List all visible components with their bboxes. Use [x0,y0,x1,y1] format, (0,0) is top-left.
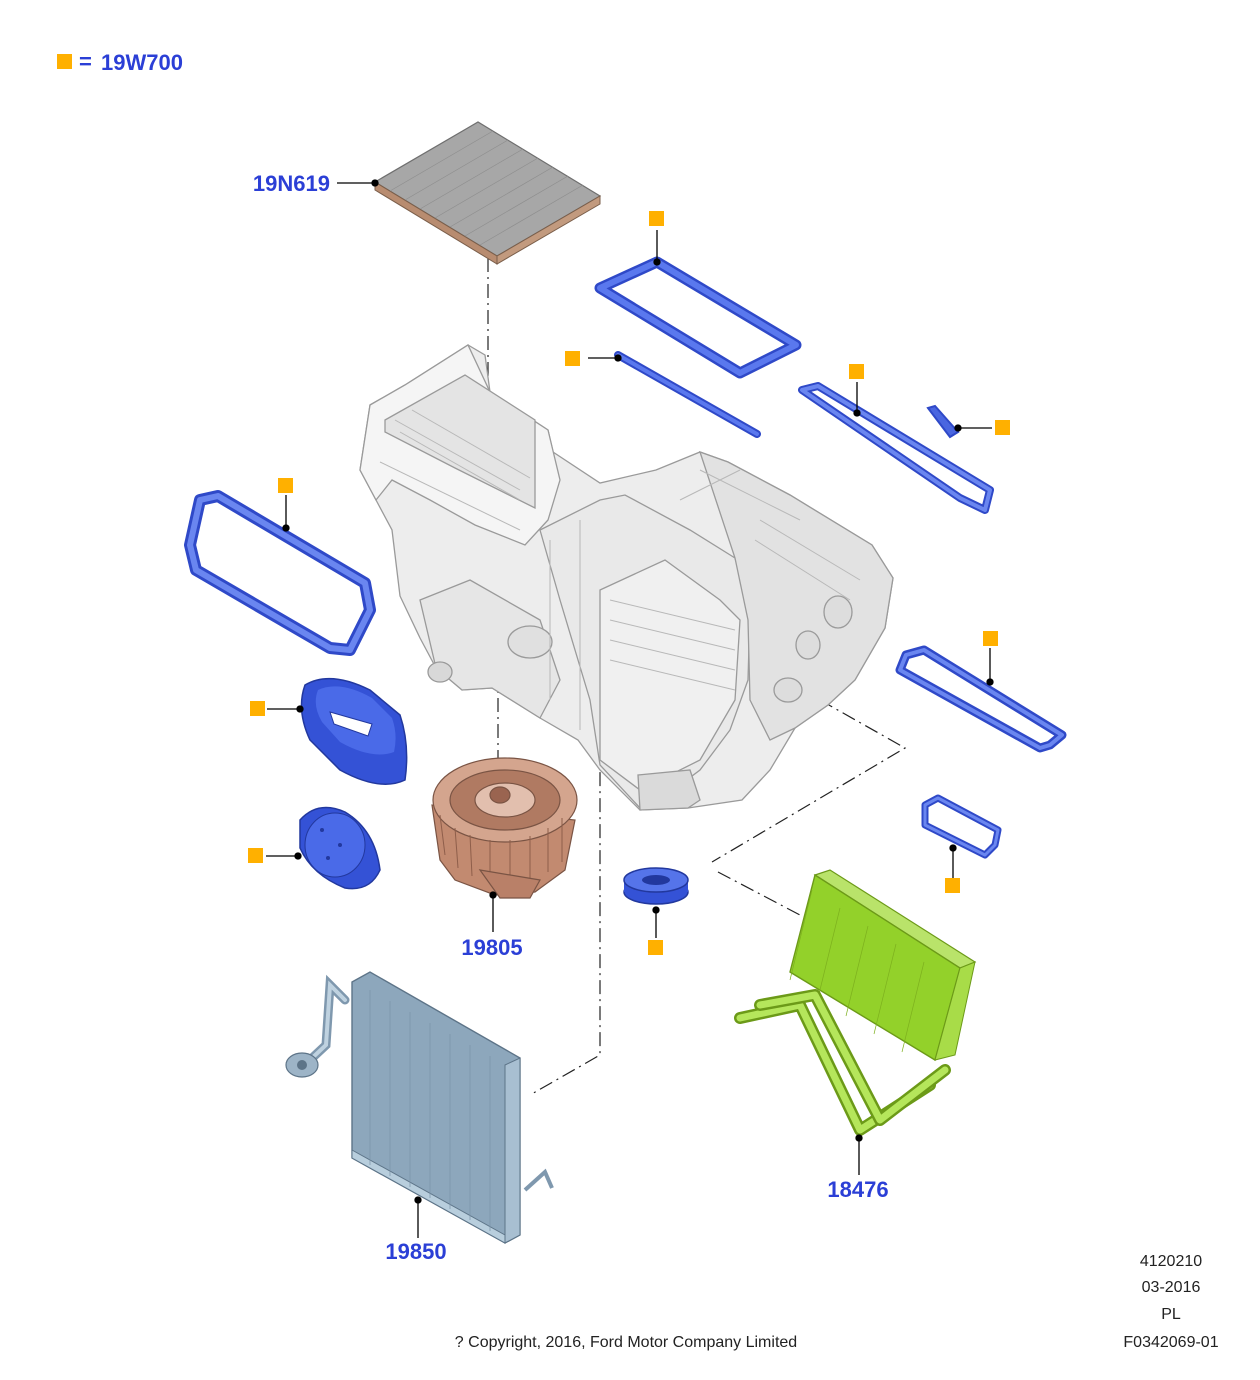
marker-19w700 [565,351,580,366]
seal-ring [623,867,689,905]
legend: = 19W700 [57,49,183,75]
blower-motor [431,757,578,899]
legend-part-number: 19W700 [101,50,183,75]
seal-oval-grommet [300,677,408,785]
drawing-code: 4120210 [1140,1253,1202,1270]
legend-symbol-square [57,54,72,69]
marker-19w700 [995,420,1010,435]
seal-left-frame [184,490,376,656]
legend-equals: = [79,49,92,74]
seal-small-strip [926,404,960,439]
copyright-notice: ? Copyright, 2016, Ford Motor Company Li… [455,1334,797,1351]
leader-lines [266,179,994,1238]
figure-id: F0342069-01 [1123,1334,1218,1351]
marker-19w700 [648,940,663,955]
marker-19w700 [945,878,960,893]
seal-small-frame [921,794,1002,859]
seal-round-grommet [299,806,381,890]
label-evaporator: 19850 [385,1239,446,1264]
part-labels: 19N619 19805 19850 18476 [253,171,889,1264]
seal-markers [248,211,1010,955]
drawing-date: 03-2016 [1142,1279,1201,1296]
marker-19w700 [248,848,263,863]
seal-strip [614,351,761,438]
hvac-housing [359,344,894,811]
heater-core [734,869,977,1136]
drawing-region: PL [1161,1306,1181,1323]
cabin-air-filter [373,121,602,265]
marker-19w700 [250,701,265,716]
evaporator-core [285,971,554,1244]
marker-19w700 [849,364,864,379]
label-cabin-filter: 19N619 [253,171,330,196]
marker-19w700 [278,478,293,493]
seal-top-frame [594,256,802,379]
seal-long-frame [798,382,994,514]
label-blower-motor: 19805 [461,935,522,960]
footer: 4120210 03-2016 PL F0342069-01 ? Copyrig… [455,1253,1219,1351]
label-heater-core: 18476 [827,1177,888,1202]
marker-19w700 [649,211,664,226]
marker-19w700 [983,631,998,646]
seal-right-frame [895,645,1067,753]
